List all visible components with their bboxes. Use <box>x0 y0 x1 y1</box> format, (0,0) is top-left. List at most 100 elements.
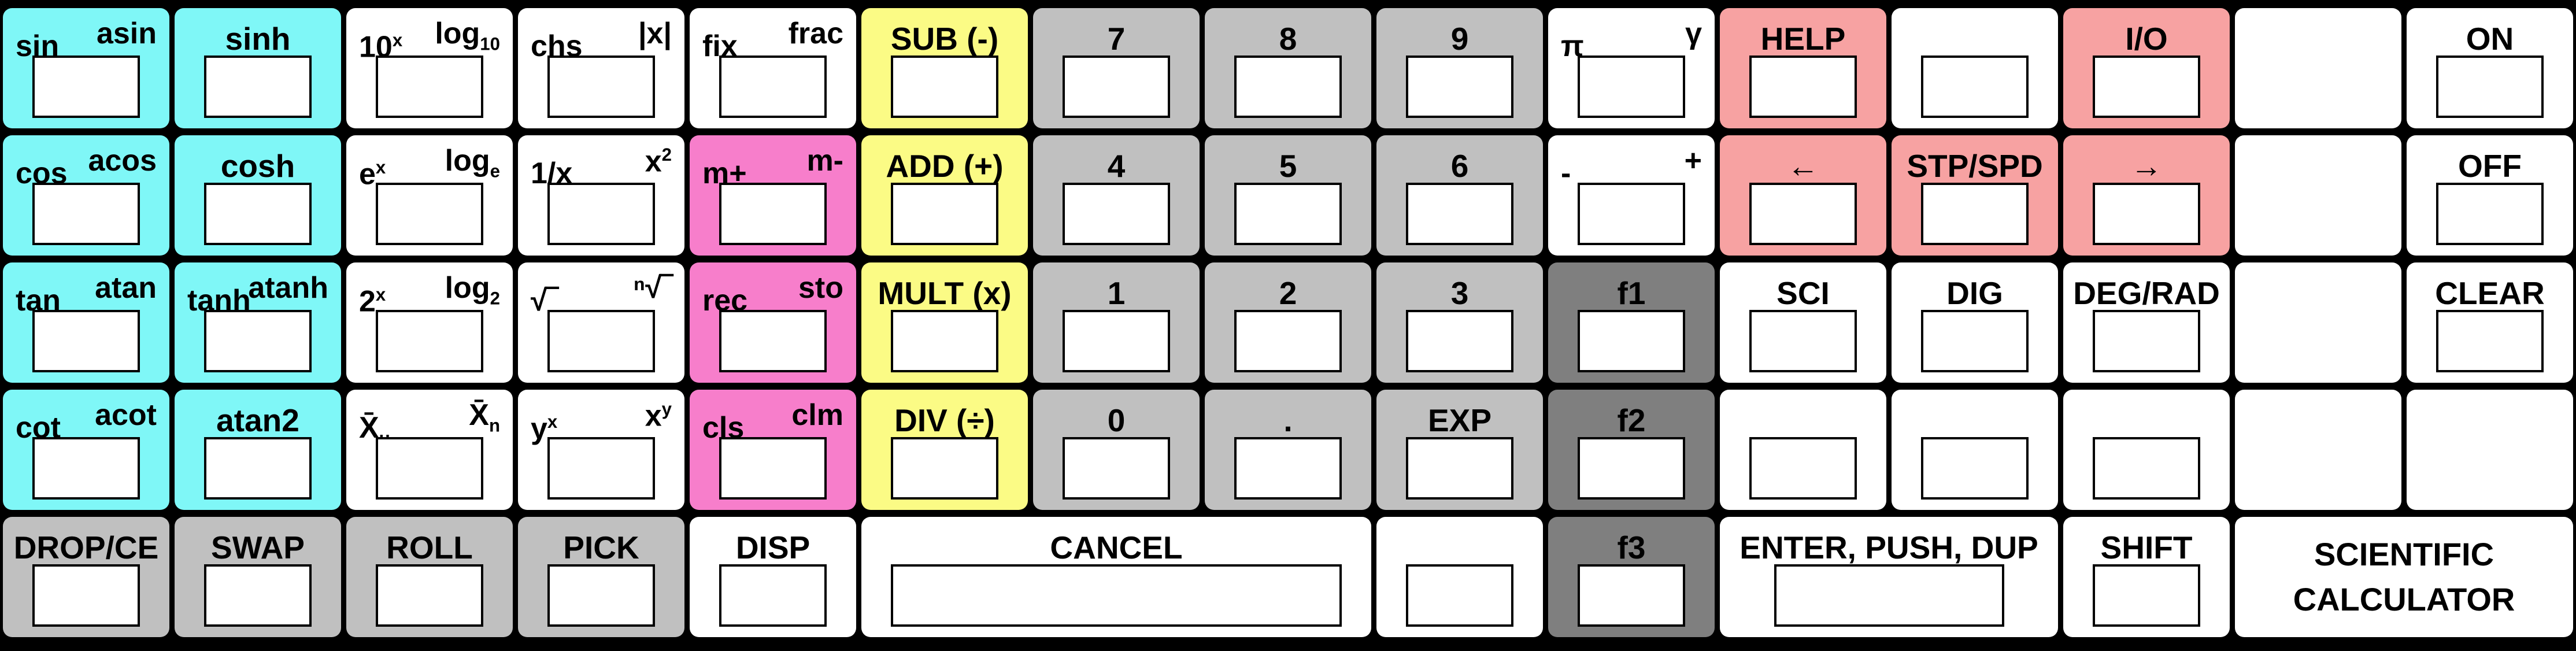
key-sinh[interactable]: sinh <box>175 8 341 128</box>
key-off[interactable]: OFF <box>2407 135 2573 256</box>
key-disp[interactable]: DISP <box>690 517 856 637</box>
key-add-input-box <box>891 183 998 245</box>
key-blank-r4b[interactable] <box>1892 390 2058 510</box>
key-dot[interactable]: . <box>1205 390 1371 510</box>
key-n0[interactable]: 0 <box>1033 390 1200 510</box>
key-left[interactable]: ← <box>1720 135 1886 256</box>
key-cosh[interactable]: cosh <box>175 135 341 256</box>
key-n9-input-box <box>1406 56 1513 118</box>
key-on-input-box <box>2436 56 2544 118</box>
fix-alt-label: frac <box>789 19 843 49</box>
key-blank-r5[interactable] <box>1376 517 1543 637</box>
chs-alt-text: |x| <box>638 17 672 50</box>
power-alt-text: x <box>645 399 662 433</box>
pow2-alt-subscript: 2 <box>490 288 500 309</box>
pow2-main-label: 2x <box>359 286 386 316</box>
key-dig[interactable]: DIG <box>1892 262 2058 383</box>
key-blank-r4b-input-box <box>1921 437 2029 500</box>
key-stpspd-input-box <box>1921 183 2029 245</box>
key-root[interactable]: √‾ⁿ√‾ <box>518 262 684 383</box>
key-blank-r4a[interactable] <box>1720 390 1886 510</box>
key-sci[interactable]: SCI <box>1720 262 1886 383</box>
recip-alt-text: x <box>645 145 662 179</box>
key-chs[interactable]: chs|x| <box>518 8 684 128</box>
key-roll[interactable]: ROLL <box>346 517 513 637</box>
key-cancel[interactable]: CANCEL <box>861 517 1371 637</box>
n5-main-text: 5 <box>1279 148 1297 184</box>
key-blank-r1-input-box <box>1921 56 2029 118</box>
swap-main-label: SWAP <box>175 532 341 564</box>
key-f1[interactable]: f1 <box>1548 262 1715 383</box>
key-right[interactable]: → <box>2063 135 2230 256</box>
key-enter[interactable]: ENTER, PUSH, DUP <box>1720 517 2058 637</box>
atan2-main-label: atan2 <box>175 405 341 437</box>
key-n5[interactable]: 5 <box>1205 135 1371 256</box>
key-blank-r1b[interactable] <box>2235 8 2401 128</box>
key-n9[interactable]: 9 <box>1376 8 1543 128</box>
key-blank-r4d[interactable] <box>2235 390 2401 510</box>
key-drop-input-box <box>32 564 140 627</box>
key-drop[interactable]: DROP/CE <box>3 517 169 637</box>
key-shift[interactable]: SHIFT <box>2063 517 2230 637</box>
key-atan2[interactable]: atan2 <box>175 390 341 510</box>
key-chs-input-box <box>547 56 655 118</box>
key-n2[interactable]: 2 <box>1205 262 1371 383</box>
key-blank-r3[interactable] <box>2235 262 2401 383</box>
key-n4[interactable]: 4 <box>1033 135 1200 256</box>
key-n3[interactable]: 3 <box>1376 262 1543 383</box>
key-sub[interactable]: SUB (-) <box>861 8 1028 128</box>
key-degrad-input-box <box>2093 310 2200 372</box>
key-n7[interactable]: 7 <box>1033 8 1200 128</box>
key-mplus[interactable]: m+m- <box>690 135 856 256</box>
key-div[interactable]: DIV (÷) <box>861 390 1028 510</box>
key-dig-input-box <box>1921 310 2029 372</box>
key-f2[interactable]: f2 <box>1548 390 1715 510</box>
pi-alt-label: γ <box>1685 19 1702 49</box>
key-expkey[interactable]: EXP <box>1376 390 1543 510</box>
key-blank-r4c[interactable] <box>2063 390 2230 510</box>
n1-main-text: 1 <box>1107 275 1126 311</box>
cosh-main-label: cosh <box>175 150 341 182</box>
key-io[interactable]: I/O <box>2063 8 2230 128</box>
key-n6[interactable]: 6 <box>1376 135 1543 256</box>
exp-alt-label: loge <box>445 146 500 180</box>
key-n8[interactable]: 8 <box>1205 8 1371 128</box>
key-blank-r2[interactable] <box>2235 135 2401 256</box>
pi-alt-text: γ <box>1685 17 1702 50</box>
key-div-input-box <box>891 437 998 500</box>
key-n1[interactable]: 1 <box>1033 262 1200 383</box>
key-sign[interactable]: -+ <box>1548 135 1715 256</box>
key-blank-r1[interactable] <box>1892 8 2058 128</box>
key-f3[interactable]: f3 <box>1548 517 1715 637</box>
key-on[interactable]: ON <box>2407 8 2573 128</box>
pick-main-text: PICK <box>563 530 639 565</box>
key-stpspd[interactable]: STP/SPD <box>1892 135 2058 256</box>
key-mult[interactable]: MULT (x) <box>861 262 1028 383</box>
key-degrad[interactable]: DEG/RAD <box>2063 262 2230 383</box>
key-add[interactable]: ADD (+) <box>861 135 1028 256</box>
mean-alt-text: X̄ <box>469 398 489 432</box>
key-pick[interactable]: PICK <box>518 517 684 637</box>
div-main-label: DIV (÷) <box>861 405 1028 437</box>
key-mean[interactable]: X̄uX̄n <box>346 390 513 510</box>
key-pow10-input-box <box>376 56 483 118</box>
dig-main-label: DIG <box>1892 278 2058 309</box>
key-clear[interactable]: CLEAR <box>2407 262 2573 383</box>
key-help[interactable]: HELP <box>1720 8 1886 128</box>
key-blank-r4e[interactable] <box>2407 390 2573 510</box>
key-swap[interactable]: SWAP <box>175 517 341 637</box>
